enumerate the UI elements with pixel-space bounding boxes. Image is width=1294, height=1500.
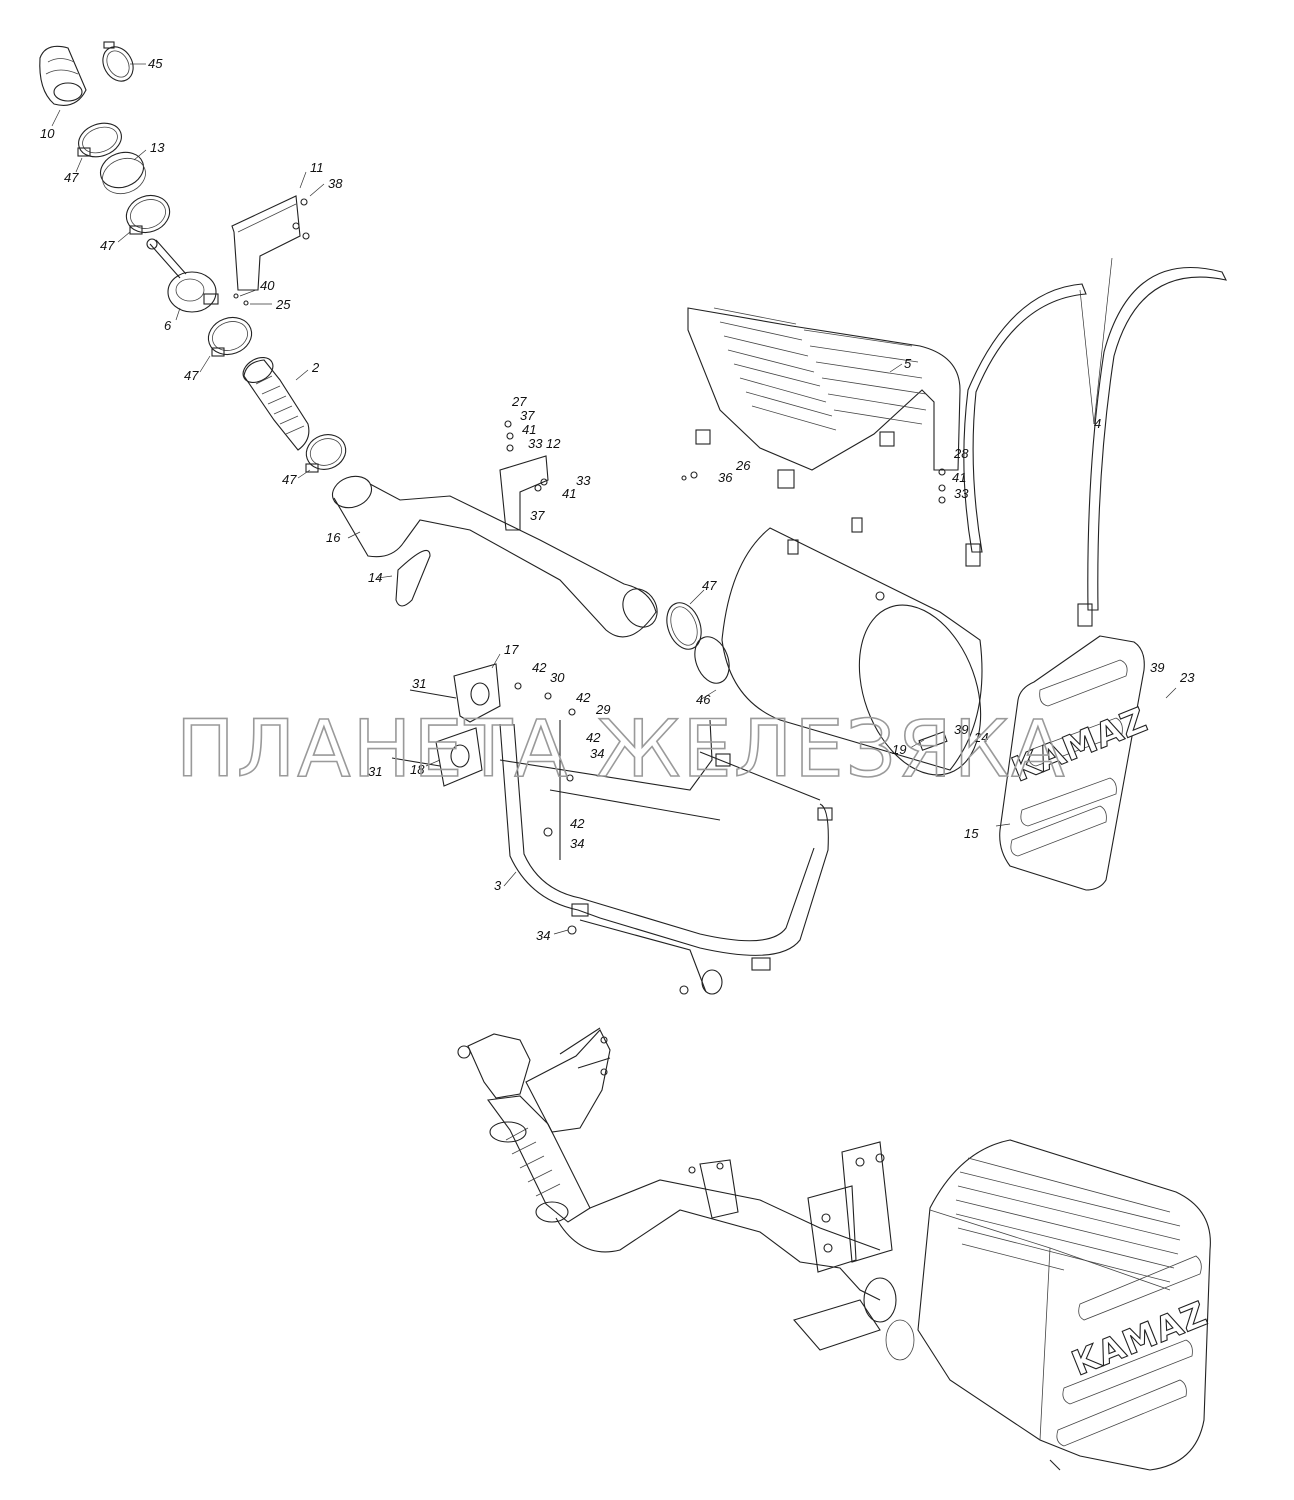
callout-29: 29 xyxy=(595,702,610,717)
clamp-47-second xyxy=(125,194,171,235)
callout-41: 41 xyxy=(562,486,576,501)
callout-47: 47 xyxy=(184,368,199,383)
callout-34: 34 xyxy=(536,928,550,943)
bracket-17 xyxy=(409,663,576,723)
callout-10: 10 xyxy=(40,126,55,141)
exhaust-brake-valve-6 xyxy=(146,238,249,313)
callout-34: 34 xyxy=(570,836,584,851)
bracket-12 xyxy=(499,420,549,531)
callout-11: 11 xyxy=(310,160,324,175)
callout-16: 16 xyxy=(326,530,341,545)
callout-24: 24 xyxy=(973,730,988,745)
callout-14: 14 xyxy=(368,570,382,585)
callout-3: 3 xyxy=(494,878,502,893)
callout-39: 39 xyxy=(1150,660,1164,675)
frame-3 xyxy=(499,719,833,995)
callout-37: 37 xyxy=(520,408,535,423)
leader-lines xyxy=(51,63,1177,935)
clamp-47-fourth xyxy=(305,434,347,473)
callout-4: 4 xyxy=(1094,416,1101,431)
callout-42: 42 xyxy=(570,816,585,831)
callout-19: 19 xyxy=(892,742,906,757)
u-bolt-14 xyxy=(395,549,431,607)
callout-13: 13 xyxy=(150,140,165,155)
callout-33: 33 xyxy=(528,436,543,451)
callout-47: 47 xyxy=(64,170,79,185)
callout-47: 47 xyxy=(282,472,297,487)
callout-33: 33 xyxy=(576,473,591,488)
callout-42: 42 xyxy=(586,730,601,745)
callout-5: 5 xyxy=(904,356,912,371)
callout-46: 46 xyxy=(696,692,711,707)
callout-42: 42 xyxy=(576,690,591,705)
callout-42: 42 xyxy=(532,660,547,675)
callout-47: 47 xyxy=(100,238,115,253)
callout-17: 17 xyxy=(504,642,519,657)
callout-41: 41 xyxy=(952,470,966,485)
clamp-47-top xyxy=(77,122,122,158)
straps-4 xyxy=(963,267,1228,627)
callout-47: 47 xyxy=(702,578,717,593)
callout-31: 31 xyxy=(412,676,426,691)
clamp-45 xyxy=(102,41,134,82)
assembled-view: KAMAZ xyxy=(457,1027,1214,1471)
callout-33: 33 xyxy=(954,486,969,501)
callout-39: 39 xyxy=(954,722,968,737)
callout-26: 26 xyxy=(735,458,751,473)
flexible-hose-2 xyxy=(242,357,310,451)
callout-2: 2 xyxy=(311,360,320,375)
callout-34: 34 xyxy=(590,746,604,761)
callout-41: 41 xyxy=(522,422,536,437)
callout-30: 30 xyxy=(550,670,565,685)
callout-36: 36 xyxy=(718,470,733,485)
callout-6: 6 xyxy=(164,318,172,333)
callout-45: 45 xyxy=(148,56,163,71)
elbow-pipe-10 xyxy=(39,45,87,106)
muffler-46 xyxy=(694,517,983,776)
callout-labels: 10 45 47 13 47 11 38 40 25 6 47 2 5 4 27… xyxy=(40,56,1195,943)
callout-31: 31 xyxy=(368,764,382,779)
bracket-19 xyxy=(918,731,948,751)
bracket-18 xyxy=(391,727,483,787)
bracket-11 xyxy=(231,195,310,291)
exhaust-pipe-16 xyxy=(331,475,658,638)
heat-shield-5 xyxy=(681,307,961,504)
callout-15: 15 xyxy=(964,826,979,841)
callout-12: 12 xyxy=(546,436,561,451)
callout-25: 25 xyxy=(275,297,291,312)
callout-28: 28 xyxy=(953,446,969,461)
callout-40: 40 xyxy=(260,278,275,293)
callout-27: 27 xyxy=(511,394,527,409)
clamp-47-fifth xyxy=(666,602,702,650)
callout-38: 38 xyxy=(328,176,343,191)
callout-23: 23 xyxy=(1179,670,1195,685)
clamp-47-third xyxy=(207,316,253,357)
callout-18: 18 xyxy=(410,762,425,777)
watermark-text: ПЛАНЕТА ЖЕЛЕЗЯКА xyxy=(176,705,1067,795)
ring-13 xyxy=(99,151,146,195)
cover-logo-assembled: KAMAZ xyxy=(1066,1294,1213,1384)
callout-37: 37 xyxy=(530,508,545,523)
